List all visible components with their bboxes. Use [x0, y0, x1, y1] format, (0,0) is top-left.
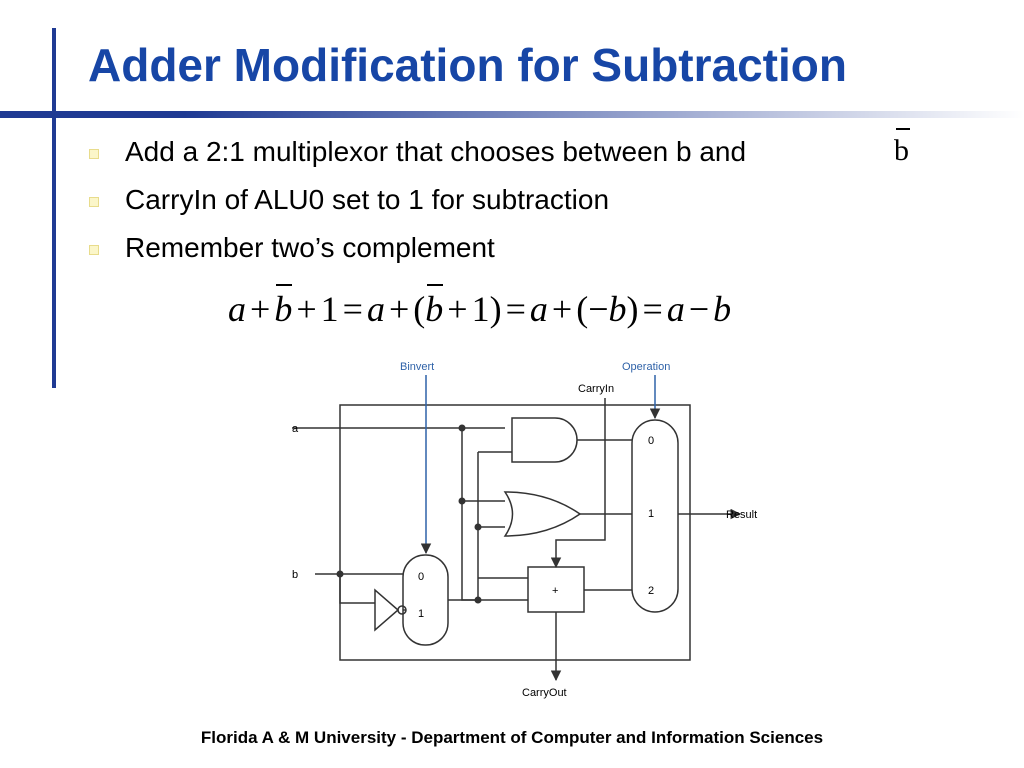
eq-operator: − [588, 289, 609, 329]
eq-operator: + [296, 289, 317, 329]
eq-operator: = [505, 289, 526, 329]
bullet-text: Add a 2:1 multiplexor that chooses betwe… [125, 136, 747, 167]
eq-term-bbar: b [274, 284, 293, 329]
junction-dot [458, 497, 466, 505]
adder-symbol: + [552, 585, 558, 597]
binvert-label: Binvert [400, 361, 434, 373]
eq-paren: ( [576, 289, 589, 329]
b-mux-label-0: 0 [418, 571, 424, 583]
title-accent-vertical-bar [52, 28, 56, 388]
alu-diagram: a b Binvert Operation CarryIn CarryOut R… [292, 361, 757, 699]
b-bar-symbol: b [894, 124, 910, 168]
bullet-text: Remember two’s complement [125, 232, 495, 263]
result-label: Result [726, 509, 757, 521]
and-gate [511, 417, 578, 463]
wire-a-trunk [461, 428, 528, 601]
bullet-item: CarryIn of ALU0 set to 1 for subtraction [88, 180, 746, 228]
slide-title: Adder Modification for Subtraction [88, 39, 847, 91]
eq-term: b [608, 289, 627, 329]
bullet-square-icon [89, 245, 99, 255]
eq-term: 1 [320, 289, 339, 329]
b-bar-letter: b [894, 134, 909, 167]
bullet-square-icon [89, 149, 99, 159]
eq-operator: − [688, 289, 710, 329]
twos-complement-equation: a+b+1=a+(b+1)=a+(−b)=a−b [228, 284, 732, 330]
junction-dot [336, 570, 344, 578]
wire-carryin [550, 398, 606, 569]
carryin-label: CarryIn [578, 383, 614, 395]
bullet-item: Remember two’s complement [88, 228, 746, 276]
eq-paren: ) [626, 289, 639, 329]
eq-operator: + [551, 289, 573, 329]
eq-operator: + [388, 289, 410, 329]
or-gate [503, 491, 582, 537]
title-accent-horizontal-bar [0, 111, 1024, 118]
junction-dot [474, 596, 482, 604]
operation-label: Operation [622, 361, 670, 373]
bullet-text: CarryIn of ALU0 set to 1 for subtraction [125, 184, 610, 215]
not-gate [374, 588, 400, 632]
eq-term-bbar: b [425, 284, 444, 329]
junction-dot [474, 523, 482, 531]
eq-operator: + [447, 289, 468, 329]
bullet-item: Add a 2:1 multiplexor that chooses betwe… [88, 132, 746, 180]
eq-paren: ( [413, 289, 426, 329]
alu-box [339, 404, 691, 661]
bullet-square-icon [89, 197, 99, 207]
eq-term: a [529, 289, 548, 329]
eq-paren: ) [489, 289, 502, 329]
result-mux [631, 419, 679, 613]
eq-term: b [713, 289, 732, 329]
result-mux-label-1: 1 [648, 508, 654, 520]
eq-term: a [228, 289, 246, 329]
eq-operator: = [642, 289, 663, 329]
input-b-label: b [292, 569, 298, 581]
carryout-label: CarryOut [522, 687, 567, 699]
result-mux-label-2: 2 [648, 585, 654, 597]
overbar [896, 128, 910, 130]
input-a-label: a [292, 423, 299, 435]
junction-dot [458, 424, 466, 432]
bullet-list: Add a 2:1 multiplexor that chooses betwe… [88, 132, 746, 276]
result-mux-label-0: 0 [648, 435, 654, 447]
eq-operator: + [250, 289, 271, 329]
eq-operator: = [342, 289, 363, 329]
footer-text: Florida A & M University - Department of… [200, 728, 824, 747]
b-mux [402, 554, 449, 646]
wire-b-not [339, 574, 355, 604]
b-mux-label-1: 1 [418, 608, 424, 620]
eq-term: a [366, 289, 385, 329]
eq-term: a [666, 289, 685, 329]
eq-term: 1 [471, 289, 490, 329]
